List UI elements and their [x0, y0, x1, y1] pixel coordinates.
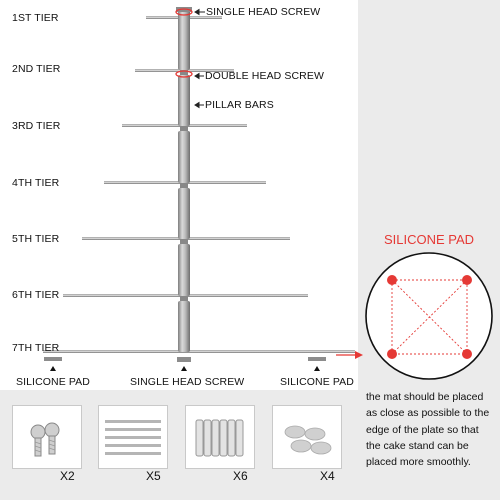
tier-6-label: 6TH TIER — [12, 289, 60, 301]
pillar-segment — [178, 244, 190, 296]
single-head-screw-highlight — [175, 8, 193, 16]
double-head-screw-highlight — [175, 70, 193, 78]
silicone-pad-panel — [358, 0, 500, 500]
accessory-screws-count: X2 — [60, 469, 75, 483]
accessory-tubes-box — [185, 405, 255, 469]
accessory-silicone-pads-box — [272, 405, 342, 469]
silicone-pads-icon — [284, 425, 332, 455]
pillar-segment — [178, 75, 190, 126]
base-right-pad-label: SILICONE PAD — [280, 376, 354, 388]
pad-detail-circle — [365, 252, 493, 380]
accessory-pillar-bars-box — [98, 405, 168, 469]
silicone-pad-title: SILICONE PAD — [383, 232, 475, 247]
pillar-bars-label: PILLAR BARS — [205, 99, 274, 111]
tier-4-label: 4TH TIER — [12, 177, 60, 189]
pillar-joints — [180, 70, 188, 301]
callout-arrows — [194, 8, 205, 109]
base-center-screw-label: SINGLE HEAD SCREW — [130, 376, 245, 388]
tier-1-label: 1ST TIER — [12, 12, 59, 24]
pillar-segment — [178, 10, 190, 70]
pillar-segment — [178, 131, 190, 183]
tier-3-label: 3RD TIER — [12, 120, 61, 132]
detail-arrow-head — [355, 351, 363, 359]
accessory-pillar-bars-count: X5 — [146, 469, 161, 483]
right-silicone-pad — [308, 357, 326, 361]
pillar-segment — [178, 301, 190, 352]
base-pointers — [50, 366, 320, 371]
tier-7-rod — [43, 350, 355, 353]
pillar-segment — [178, 188, 190, 239]
tier-5-label: 5TH TIER — [12, 233, 60, 245]
accessory-screws-box — [12, 405, 82, 469]
center-base-screw — [177, 357, 191, 362]
accessory-tubes-count: X6 — [233, 469, 248, 483]
tier-7-label: 7TH TIER — [12, 342, 60, 354]
double-head-screw-label: DOUBLE HEAD SCREW — [205, 70, 324, 82]
screw-icon — [30, 422, 60, 457]
accessory-silicone-pads-count: X4 — [320, 469, 335, 483]
pad-dots — [387, 275, 472, 359]
base-left-pad-label: SILICONE PAD — [16, 376, 90, 388]
silicone-pad-note: the mat should be placed as close as pos… — [366, 391, 490, 469]
pad-layout-lines — [391, 279, 468, 355]
tubes-icon — [195, 419, 244, 457]
single-head-screw-label: SINGLE HEAD SCREW — [206, 6, 321, 18]
tier-2-label: 2ND TIER — [12, 63, 61, 75]
pillar-bars-icon — [105, 420, 161, 455]
left-silicone-pad — [44, 357, 62, 361]
